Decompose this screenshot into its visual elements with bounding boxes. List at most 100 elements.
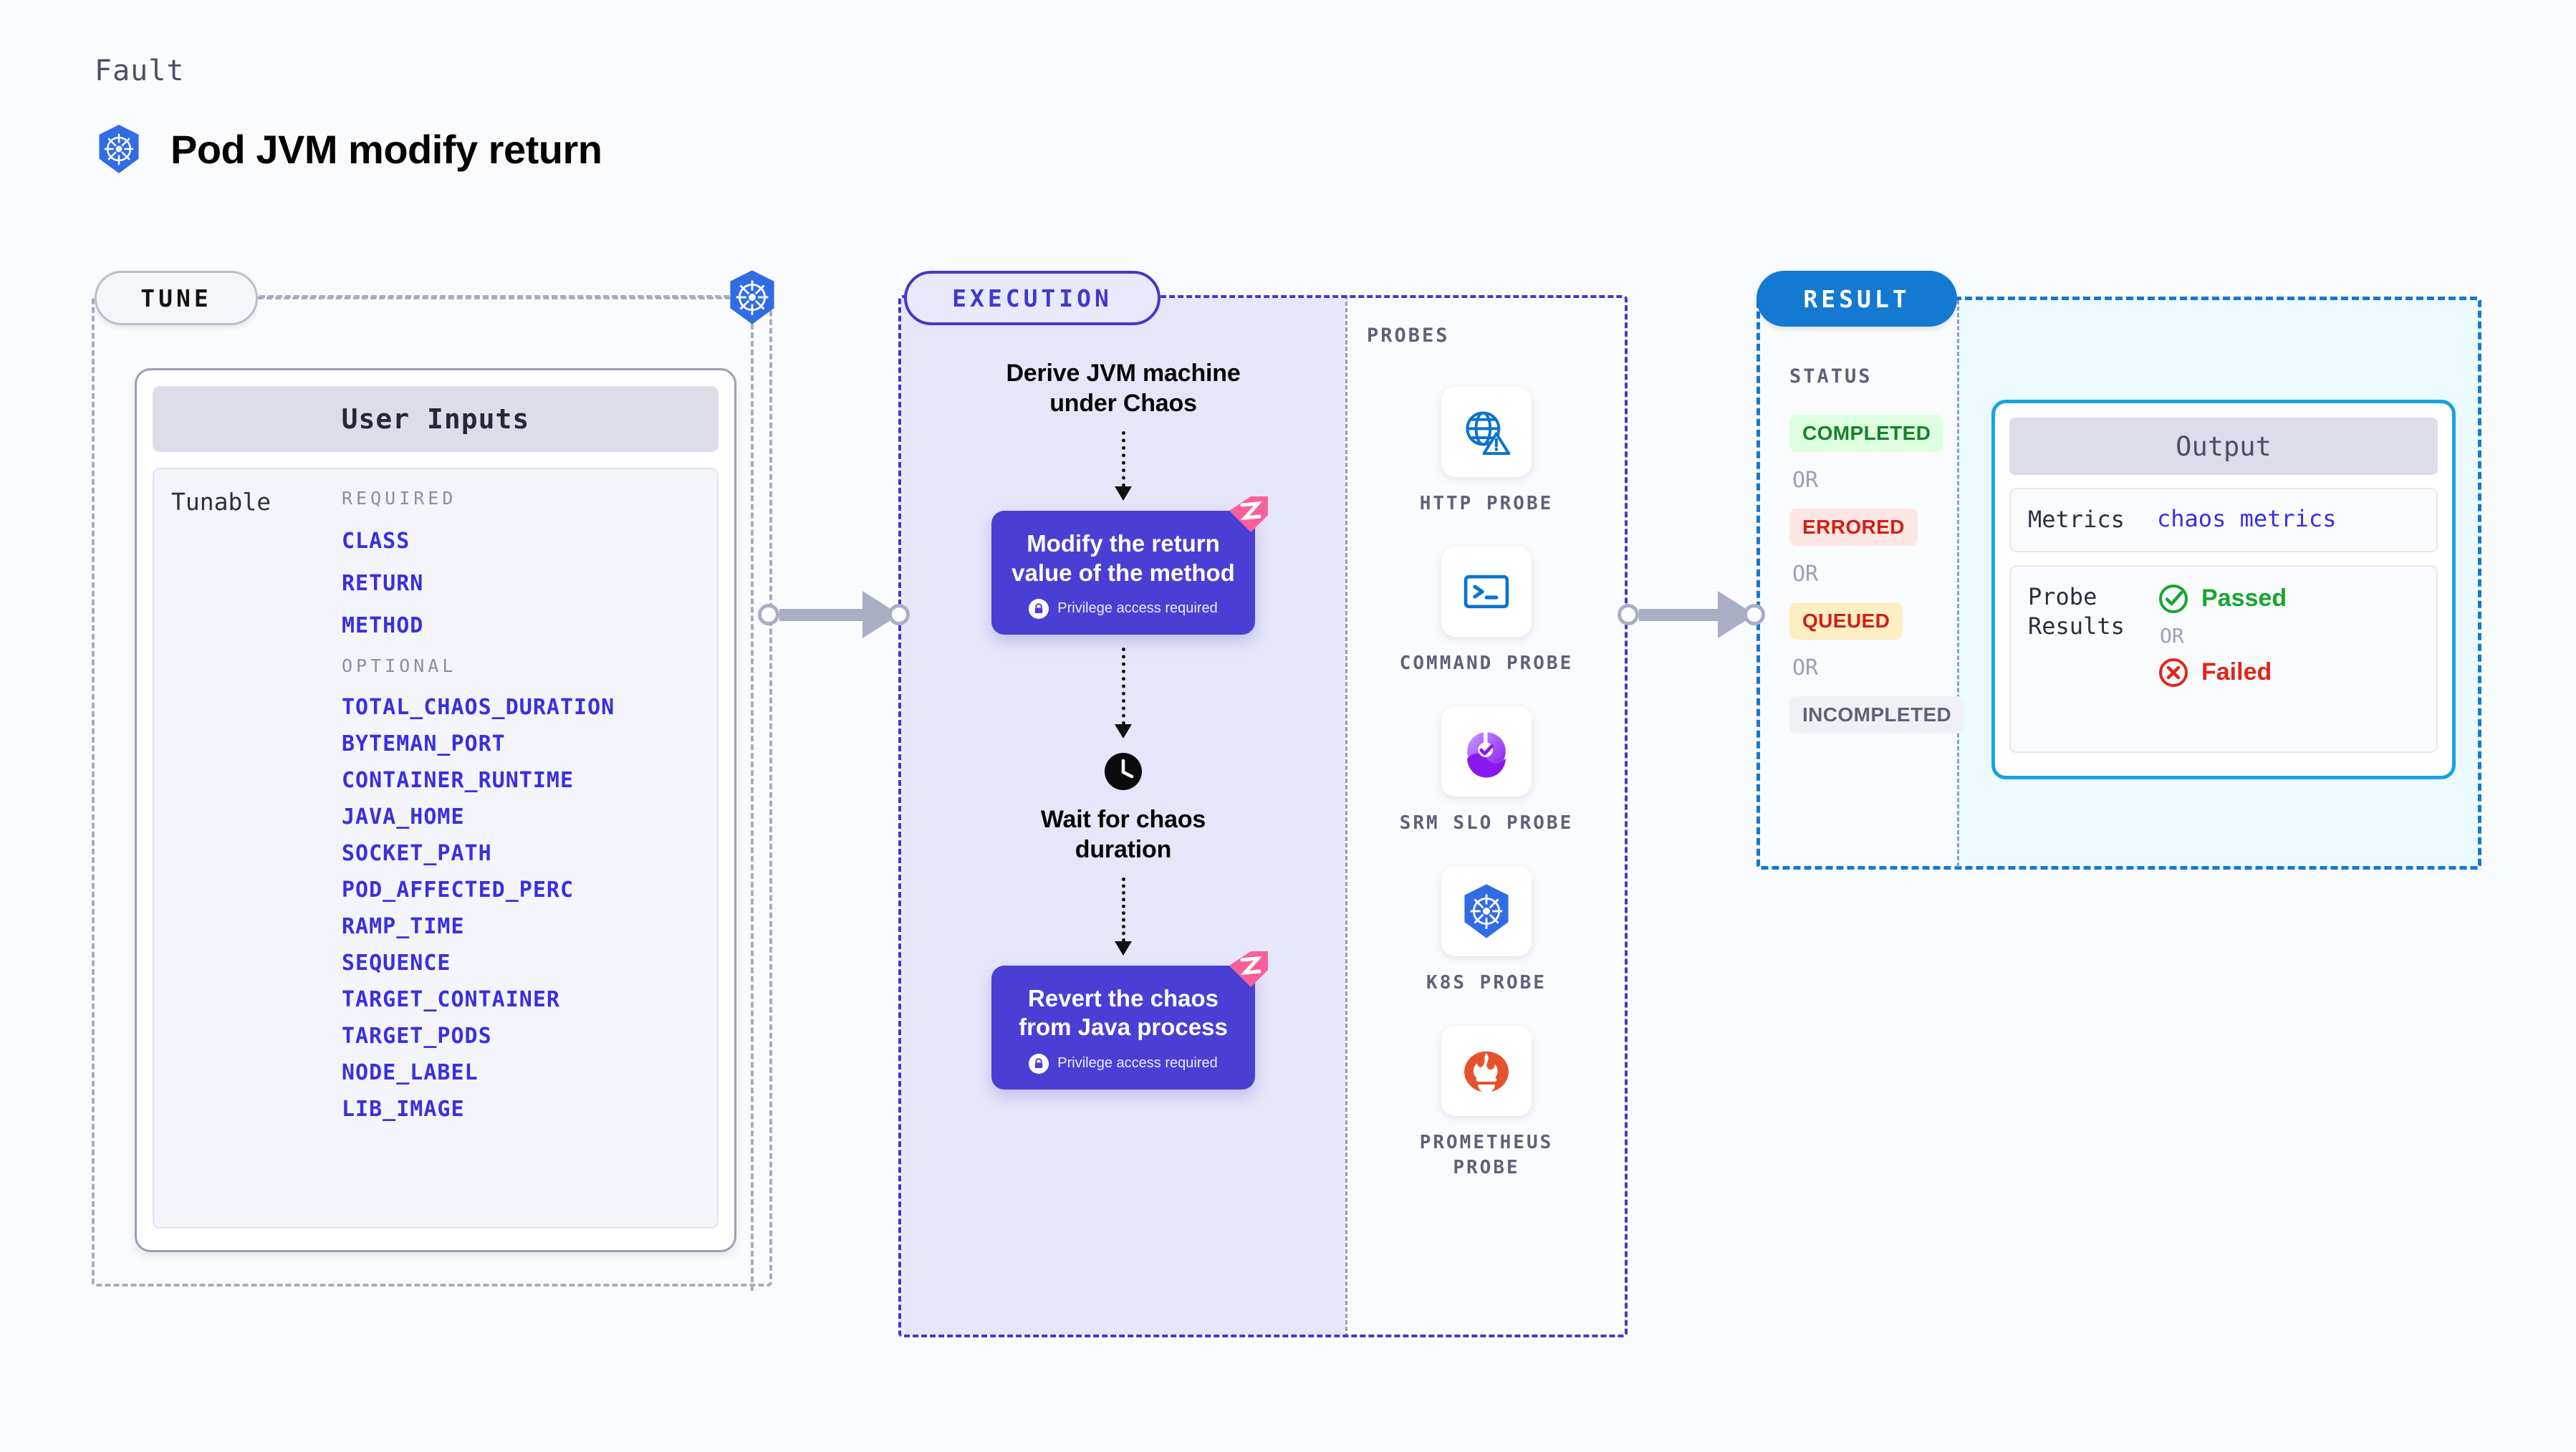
- lock-icon: [1029, 1053, 1049, 1074]
- tunable-parameter[interactable]: TOTAL_CHAOS_DURATION: [342, 695, 615, 720]
- stage-chip-tune[interactable]: TUNE: [95, 271, 258, 325]
- probe-label: HTTP PROBE: [1419, 493, 1554, 514]
- probe-result-failed: Failed: [2157, 656, 2287, 689]
- probe-label: SRM SLO PROBE: [1399, 812, 1574, 835]
- tunable-parameter[interactable]: METHOD: [342, 613, 424, 638]
- probes-title: PROBES: [1367, 324, 1450, 347]
- connector-start-dot: [1618, 604, 1639, 625]
- probe-item[interactable]: COMMAND PROBE: [1393, 547, 1580, 676]
- tunable-parameter[interactable]: NODE_LABEL: [342, 1060, 479, 1085]
- output-metrics-row: Metrics chaos metrics: [2009, 488, 2438, 552]
- execution-step-modify-return[interactable]: Modify the return value of the method Pr…: [991, 496, 1268, 635]
- probe-label: PROMETHEUS PROBE: [1419, 1132, 1554, 1179]
- result-region: [1756, 297, 2481, 870]
- execution-region: [898, 295, 1628, 1337]
- tunable-parameter[interactable]: TARGET_CONTAINER: [342, 987, 560, 1012]
- tunable-parameter-lists: REQUIRED CLASS RETURN METHOD OPTIONAL TOTA…: [342, 488, 717, 1227]
- execution-step-revert-chaos[interactable]: Revert the chaos from Java process Privi…: [991, 951, 1268, 1090]
- tune-lead-line: [258, 297, 731, 299]
- output-probe-results-key: Probe Results: [2028, 582, 2125, 640]
- tunable-parameter[interactable]: JAVA_HOME: [342, 804, 465, 830]
- tunable-parameter[interactable]: RAMP_TIME: [342, 914, 465, 939]
- execution-box-title: Modify the return value of the method: [1011, 530, 1235, 586]
- connector-start-dot: [758, 604, 779, 625]
- tunable-parameter[interactable]: SEQUENCE: [342, 951, 451, 976]
- user-inputs-title: User Inputs: [153, 386, 719, 452]
- status-badge: QUEUED: [1789, 602, 1903, 640]
- execution-step-wait: Wait for chaos duration: [1040, 805, 1206, 863]
- tune-vertical-guide: [751, 324, 754, 1291]
- output-card: Output Metrics chaos metrics Probe Resul…: [1991, 400, 2456, 779]
- status-title: STATUS: [1789, 365, 1873, 388]
- connector-end-dot: [888, 604, 910, 625]
- optional-group-title: OPTIONAL: [342, 655, 457, 676]
- required-group-title: REQUIRED: [342, 488, 457, 509]
- tunable-parameter[interactable]: TARGET_PODS: [342, 1024, 492, 1049]
- probe-item[interactable]: HTTP PROBE: [1393, 387, 1580, 516]
- privilege-note: Privilege access required: [1007, 1053, 1239, 1074]
- terminal-icon: [1441, 547, 1532, 638]
- connector-end-dot: [1744, 604, 1765, 625]
- passed-label: Passed: [2201, 585, 2287, 612]
- failed-label: Failed: [2201, 658, 2272, 686]
- flow-arrow: [1115, 635, 1132, 739]
- probe-item[interactable]: PROMETHEUS PROBE: [1393, 1026, 1580, 1181]
- connector-tune-to-execution: [758, 591, 910, 638]
- stage-chip-execution[interactable]: EXECUTION: [904, 271, 1160, 325]
- flow-arrow: [1115, 418, 1132, 501]
- output-metrics-value: chaos metrics: [2157, 505, 2337, 532]
- output-probe-results-row: Probe Results Passed OR Failed: [2009, 564, 2438, 753]
- kubernetes-icon: [99, 125, 139, 173]
- tunable-parameter[interactable]: BYTEMAN_PORT: [342, 731, 506, 756]
- stage-chip-result[interactable]: RESULT: [1756, 271, 1957, 327]
- connector-bar: [779, 608, 864, 621]
- tunable-parameter[interactable]: POD_AFFECTED_PERC: [342, 878, 575, 903]
- tunable-parameter[interactable]: LIB_IMAGE: [342, 1097, 465, 1122]
- user-inputs-card: User Inputs Tunable REQUIRED CLASS RETURN…: [135, 368, 736, 1252]
- probe-label: K8S PROBE: [1426, 972, 1547, 994]
- check-circle-icon: [2159, 584, 2188, 613]
- tunable-parameter[interactable]: CLASS: [342, 529, 410, 554]
- tunable-row-label: Tunable: [171, 488, 271, 516]
- connector-probes-to-result: [1618, 591, 1765, 638]
- litmus-flag-icon: [1229, 496, 1268, 533]
- title-row: Pod JVM modify return: [95, 123, 602, 175]
- execution-box-title: Revert the chaos from Java process: [1019, 985, 1228, 1041]
- clock-icon: [1105, 752, 1142, 790]
- output-title: Output: [2009, 418, 2438, 475]
- kubernetes-icon: [730, 270, 774, 324]
- probe-item[interactable]: SRM SLO PROBE: [1393, 706, 1580, 836]
- probes-list: HTTP PROBE COMMAND PROBE SRM SLO PROBE: [1345, 387, 1628, 1181]
- tunable-body: Tunable REQUIRED CLASS RETURN METHOD OPTIO…: [153, 468, 719, 1229]
- prometheus-icon: [1441, 1026, 1532, 1117]
- probe-result-passed: Passed: [2157, 582, 2287, 615]
- privilege-note: Privilege access required: [1007, 598, 1239, 619]
- tunable-parameter[interactable]: CONTAINER_RUNTIME: [342, 768, 575, 793]
- status-badge: COMPLETED: [1789, 415, 1944, 452]
- srm-slo-icon: [1441, 706, 1532, 797]
- tunable-parameter[interactable]: RETURN: [342, 571, 424, 596]
- kubernetes-icon: [1441, 866, 1532, 957]
- privilege-note-text: Privilege access required: [1057, 1055, 1218, 1072]
- page-title: Pod JVM modify return: [170, 126, 602, 172]
- required-parameter-list: CLASS RETURN METHOD: [342, 529, 717, 638]
- globe-warning-icon: [1441, 387, 1532, 477]
- litmus-flag-icon: [1229, 951, 1268, 988]
- lock-icon: [1029, 598, 1049, 619]
- tunable-parameter[interactable]: SOCKET_PATH: [342, 841, 492, 866]
- status-or-separator: OR: [1792, 562, 1819, 587]
- execution-step-derive-jvm: Derive JVM machine under Chaos: [1006, 360, 1241, 418]
- optional-parameter-list: TOTAL_CHAOS_DURATION BYTEMAN_PORT CONTAINE…: [342, 695, 717, 1122]
- probe-item[interactable]: K8S PROBE: [1393, 866, 1580, 996]
- flow-arrow: [1115, 865, 1132, 956]
- output-metrics-key: Metrics: [2028, 506, 2125, 533]
- connector-bar: [1639, 608, 1719, 621]
- execution-flow: Derive JVM machine under Chaos Modify th…: [901, 358, 1345, 1090]
- privilege-note-text: Privilege access required: [1057, 600, 1218, 617]
- status-badge: INCOMPLETED: [1789, 696, 1965, 734]
- x-circle-icon: [2159, 658, 2188, 687]
- output-probe-results-values: Passed OR Failed: [2157, 582, 2287, 736]
